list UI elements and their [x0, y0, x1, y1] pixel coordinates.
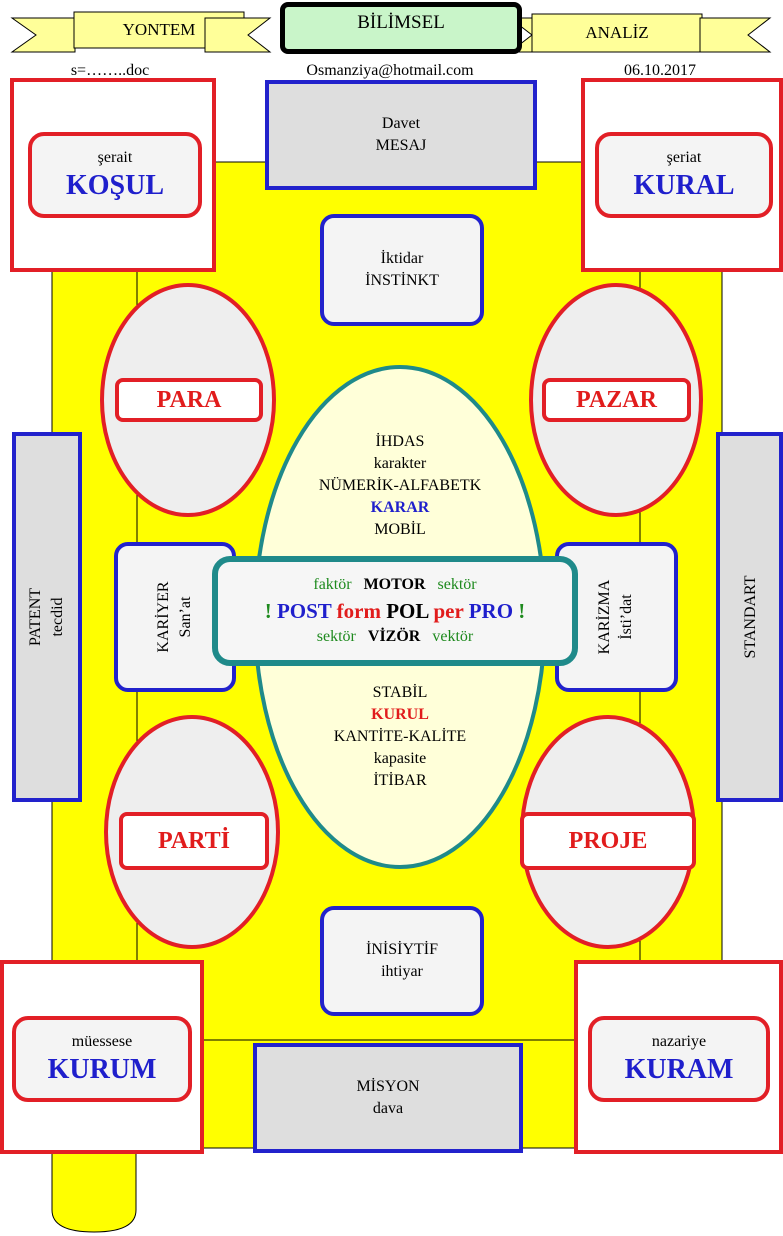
ellipse-top-l3: NÜMERİK-ALFABETK: [318, 477, 482, 494]
corner-top-right-small: şeriat: [666, 149, 702, 166]
bottom-mission-line2: dava: [372, 1100, 404, 1117]
center-r3c: vektör: [432, 628, 474, 645]
top-message-line1: Davet: [381, 115, 421, 132]
side-right-line1: STANDART: [742, 575, 759, 659]
initiative-box: İNİSİYTİF ihtiyar: [320, 906, 484, 1016]
ellipse-bottom-l2: KURUL: [371, 706, 429, 723]
center-row-3: sektör VİZÖR vektör: [317, 626, 473, 648]
ellipse-top-l5: MOBİL: [374, 521, 426, 538]
center-row-2: ! POST form POL per PRO !: [265, 596, 526, 626]
center-r2a: POST: [276, 599, 332, 623]
bottom-mission-box: MİSYON dava: [253, 1043, 523, 1153]
center-r1c: sektör: [437, 576, 477, 593]
ellipse-bottom-l5: İTİBAR: [373, 772, 427, 789]
corner-top-right-big: KURAL: [633, 170, 735, 201]
ellipse-bottom-l3: KANTİTE-KALİTE: [333, 728, 467, 745]
corner-top-left-card: şerait KOŞUL: [28, 132, 202, 218]
oval-upper-right-label-box: PAZAR: [542, 378, 691, 422]
ellipse-bottom-l1: STABİL: [372, 684, 428, 701]
left-banner-ribbon: [10, 17, 76, 53]
center-r3b: VİZÖR: [367, 628, 421, 645]
power-line1: İktidar: [380, 250, 424, 267]
top-message-line2: MESAJ: [375, 137, 427, 154]
side-left-line2: tecdid: [49, 597, 66, 637]
oval-lower-right-label-box: PROJE: [520, 812, 696, 870]
power-line2: İNSTİNKT: [365, 272, 439, 289]
center-r1a: faktör: [313, 576, 352, 593]
corner-bottom-left-small: müessese: [71, 1033, 133, 1050]
corner-bottom-left-big: KURUM: [47, 1054, 157, 1085]
mid-right-line2: İsti’dat: [618, 594, 635, 640]
center-row-1: faktör MOTOR sektör: [313, 574, 476, 596]
corner-bottom-right-card: nazariye KURAM: [588, 1016, 770, 1102]
mid-left-text: KARİYER San’at: [144, 550, 206, 684]
board-stem-left: [51, 1148, 137, 1233]
mid-right-line1: KARİZMA: [596, 579, 613, 655]
left-banner-tail: [204, 17, 272, 53]
ellipse-top-l1: İHDAS: [375, 433, 425, 450]
oval-lower-left-label: PARTİ: [157, 827, 231, 854]
ellipse-top-l4: KARAR: [370, 499, 430, 516]
title-box: BİLİMSEL: [280, 2, 522, 54]
corner-top-right: şeriat KURAL: [581, 78, 783, 272]
right-banner-tail: [699, 17, 772, 53]
center-r2b: form: [336, 599, 381, 623]
corner-top-left-small: şerait: [97, 149, 133, 166]
ellipse-bottom-l4: kapasite: [373, 750, 427, 767]
corner-top-left-big: KOŞUL: [65, 170, 165, 201]
center-r2e: PRO: [468, 599, 514, 623]
email-subtitle: Osmanziya@hotmail.com: [306, 62, 474, 79]
corner-bottom-left: müessese KURUM: [0, 960, 204, 1154]
right-banner-body: [531, 13, 703, 53]
corner-bottom-left-card: müessese KURUM: [12, 1016, 192, 1102]
corner-top-right-card: şeriat KURAL: [595, 132, 773, 218]
oval-upper-left-label: PARA: [156, 386, 222, 413]
side-left-line1: PATENT: [27, 587, 44, 647]
oval-lower-left-label-box: PARTİ: [119, 812, 269, 870]
center-r2-close: !: [518, 599, 526, 623]
left-subtitle: s=……..doc: [70, 62, 150, 79]
center-r2d: per: [433, 599, 464, 623]
mid-left-line2: San’at: [177, 596, 194, 638]
initiative-line1: İNİSİYTİF: [366, 941, 438, 958]
side-left-text: PATENT tecdid: [16, 436, 78, 798]
side-right-box: STANDART: [716, 432, 783, 802]
side-left-box: PATENT tecdid: [12, 432, 82, 802]
side-right-text: STANDART: [720, 436, 782, 798]
center-r2-open: !: [264, 599, 272, 623]
oval-upper-right-label: PAZAR: [576, 386, 657, 413]
corner-bottom-right-small: nazariye: [651, 1033, 707, 1050]
center-r3a: sektör: [316, 628, 356, 645]
oval-lower-right-label: PROJE: [568, 827, 648, 854]
right-banner-label: ANALİZ: [585, 23, 649, 42]
left-banner-label: YONTEM: [122, 20, 196, 39]
ellipse-top-text: İHDAS karakter NÜMERİK-ALFABETK KARAR MO…: [300, 432, 500, 540]
center-r2c: POL: [386, 599, 429, 623]
mid-right-text: KARİZMA İsti’dat: [585, 550, 647, 684]
ellipse-bottom-text: STABİL KURUL KANTİTE-KALİTE kapasite İTİ…: [300, 683, 500, 791]
corner-bottom-right: nazariye KURAM: [574, 960, 783, 1154]
top-message-box: Davet MESAJ: [265, 80, 537, 190]
ellipse-top-l2: karakter: [373, 455, 427, 472]
date-subtitle: 06.10.2017: [624, 62, 696, 79]
oval-upper-left-label-box: PARA: [115, 378, 263, 422]
mid-left-line1: KARİYER: [155, 581, 172, 653]
power-box: İktidar İNSTİNKT: [320, 214, 484, 326]
bottom-mission-line1: MİSYON: [356, 1078, 420, 1095]
title-label: BİLİMSEL: [357, 12, 445, 33]
corner-bottom-right-big: KURAM: [624, 1054, 734, 1085]
corner-top-left: şerait KOŞUL: [10, 78, 216, 272]
initiative-line2: ihtiyar: [381, 963, 423, 980]
center-r1b: MOTOR: [363, 576, 426, 593]
center-panel: faktör MOTOR sektör ! POST form POL per …: [212, 556, 578, 666]
